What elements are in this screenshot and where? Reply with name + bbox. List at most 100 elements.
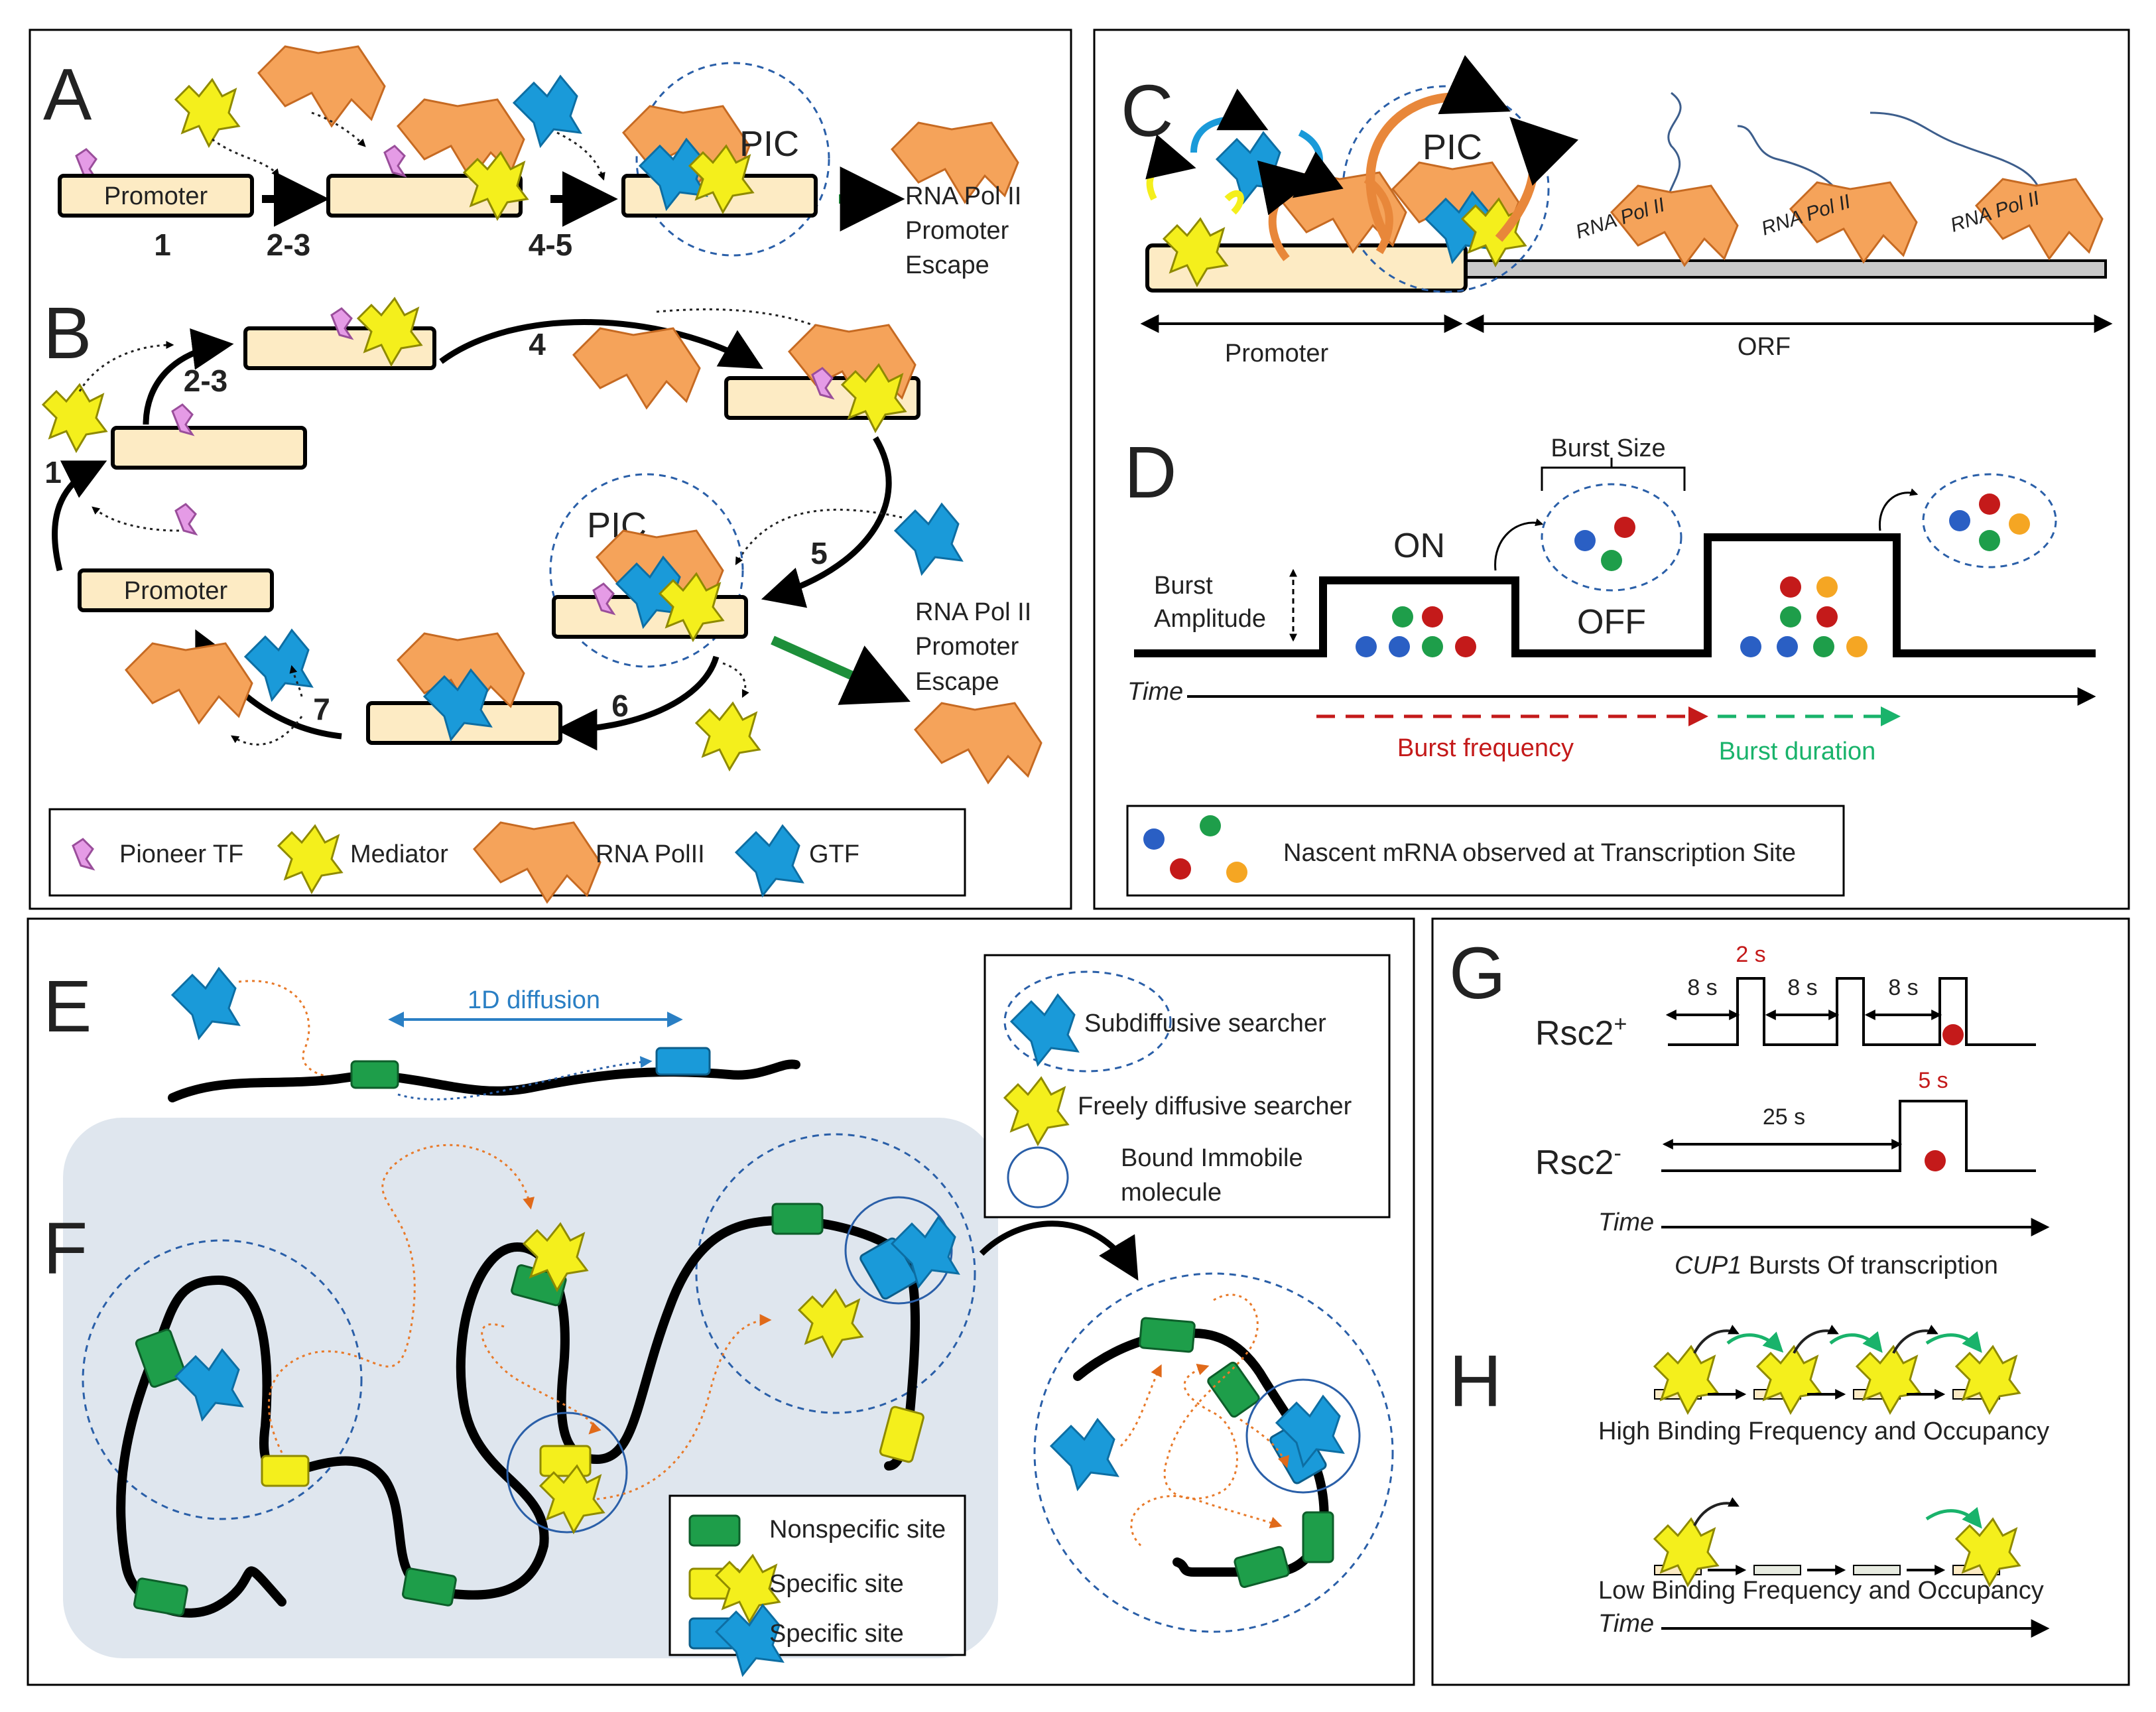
gtf-icon [244, 629, 313, 701]
zoom-arrow [979, 1220, 1139, 1281]
legend-nonspecific: Nonspecific site [769, 1516, 946, 1544]
nonspecific-site [402, 1567, 457, 1607]
nonspecific-site [1207, 1361, 1260, 1418]
rsc-plus-on: 2 s [1736, 942, 1765, 967]
cycle-arrow [555, 655, 720, 751]
rna-pol-icon [572, 327, 701, 409]
yellow-arrow [1224, 190, 1244, 215]
rsc-minus-trace [1661, 1100, 2036, 1172]
legend-gtf: GTF [809, 840, 859, 868]
orange-diffusion-path [1239, 1418, 1289, 1469]
gtf-legend-icon [735, 824, 804, 897]
dotted-arrow [722, 662, 749, 698]
rsc-plus-interval-2: 8 s [1787, 975, 1817, 1000]
pic-circle [549, 473, 744, 668]
rsc-plus: Rsc2+ [1535, 1012, 1627, 1053]
step-b-7: 7 [313, 692, 330, 726]
rsc-plus-interval-3: 8 s [1888, 975, 1918, 1000]
cycle-arrow [143, 328, 234, 425]
panel-c-letter: C [1121, 70, 1173, 152]
promoter-box-b0 [78, 568, 274, 612]
time-label-g: Time [1598, 1209, 1654, 1236]
step-a-1: 1 [154, 228, 171, 262]
rsc-minus-on: 5 s [1918, 1068, 1948, 1093]
cup1-caption: CUP1 Bursts Of transcription [1675, 1252, 1998, 1280]
nonspecific-site [133, 1577, 188, 1616]
subdiffusive-circle [695, 1133, 976, 1414]
gtf-icon [1216, 131, 1285, 204]
promoter-label-a: Promoter [104, 182, 208, 210]
nonspecific-site [1139, 1317, 1196, 1353]
panel-cd-frame [1093, 29, 2130, 910]
legend-specific-2: Specific site [769, 1620, 904, 1648]
burst-size-arrow [1494, 518, 1544, 571]
promoter-box-b2 [111, 426, 307, 470]
orange-arrow [1365, 55, 1511, 241]
low-binding-row [1653, 1497, 2021, 1587]
red-dot [1942, 1024, 1964, 1045]
legend-mediator: Mediator [350, 840, 448, 868]
dotted-arrow [231, 716, 303, 746]
orange-arrow [1495, 117, 1579, 242]
time-label-d: Time [1127, 678, 1183, 706]
burst-duration-label: Burst duration [1719, 738, 1876, 765]
mediator-legend-icon [277, 824, 343, 893]
legend-subdiffusive: Subdiffusive searcher [1084, 1010, 1326, 1037]
legend-pioneer-tf: Pioneer TF [119, 840, 243, 868]
burst-size-arrow [1878, 488, 1919, 531]
orf-label-c: ORF [1738, 333, 1791, 361]
cycle-arrow [439, 318, 763, 369]
mediator-icon [695, 702, 761, 771]
dotted-arrow [212, 138, 280, 177]
pic-label-a: PIC [739, 124, 799, 164]
legend-ab [48, 808, 966, 897]
panel-ab-frame [29, 29, 1072, 910]
gtf-icon [171, 967, 240, 1039]
low-binding-label: Low Binding Frequency and Occupancy [1598, 1577, 2044, 1605]
panel-gh-frame [1431, 917, 2130, 1686]
legend-subdiffusive-ellipse [1003, 970, 1172, 1073]
rsc-plus-interval-1: 8 s [1687, 975, 1717, 1000]
gtf-icon [894, 503, 963, 575]
dotted-arrow [656, 308, 844, 340]
yellow-arrow [1145, 134, 1196, 201]
panel-f-letter: F [43, 1208, 88, 1289]
off-label: OFF [1577, 603, 1646, 641]
pic-circle [635, 62, 830, 257]
mrna-dots-size [1574, 517, 1635, 571]
cycle-arrow [52, 460, 107, 572]
rna-pol-legend-icon [473, 821, 602, 903]
bound-circle [1245, 1378, 1361, 1494]
panel-d-letter: D [1124, 432, 1176, 513]
escape-b-1: RNA Pol II [915, 598, 1031, 626]
rna-pol-icon [125, 642, 253, 724]
burst-frequency-label: Burst frequency [1397, 734, 1574, 762]
step-b-1: 1 [44, 455, 62, 490]
escape-b-3: Escape [915, 668, 999, 696]
red-dot [1925, 1150, 1946, 1171]
panel-ef-frame [27, 917, 1415, 1686]
panel-b-letter: B [43, 293, 92, 374]
promoter-label-b: Promoter [124, 577, 228, 605]
burst-size-ellipse [1541, 483, 1682, 592]
high-binding-label: High Binding Frequency and Occupancy [1598, 1417, 2049, 1445]
mrna-legend-dots [1143, 815, 1247, 883]
step-b-4: 4 [529, 327, 546, 362]
legend-rna-pol: RNA PolII [596, 840, 705, 868]
pioneer-tf-icon [383, 145, 406, 177]
on-label: ON [1393, 527, 1445, 565]
step-b-6: 6 [611, 689, 629, 723]
promoter-box-c [1145, 243, 1468, 293]
nonspecific-site [771, 1203, 824, 1235]
pioneer-tf-icon [174, 503, 197, 535]
panel-h-letter: H [1449, 1341, 1501, 1422]
mrna-dots-burst-2 [1740, 576, 1868, 657]
zoom-circle [1033, 1272, 1394, 1633]
escape-line-3: Escape [905, 251, 989, 279]
orf-bar [1458, 259, 2107, 279]
nonspecific-site [350, 1060, 399, 1089]
rsc-plus-trace [1668, 977, 2036, 1046]
burst-size-label: Burst Size [1551, 434, 1665, 462]
legend-bound-2: molecule [1121, 1179, 1222, 1207]
legend-nonspecific-swatch [688, 1514, 741, 1547]
